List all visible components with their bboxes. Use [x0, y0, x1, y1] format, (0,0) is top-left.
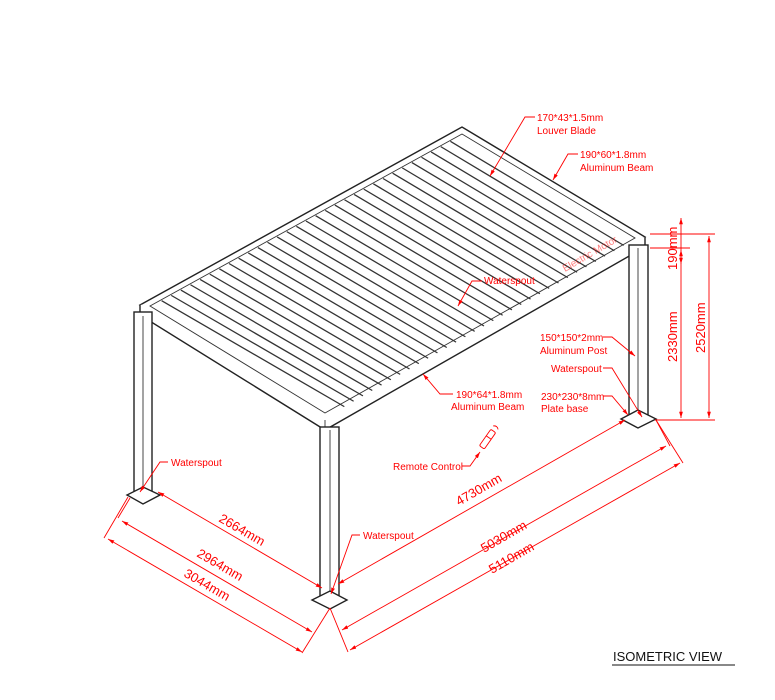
louver-blade [296, 225, 476, 332]
louver-blade [305, 220, 485, 327]
svg-text:Waterspout: Waterspout [551, 364, 602, 375]
dimension-4730: 4730mm [337, 419, 626, 585]
svg-text:190*60*1.8mm: 190*60*1.8mm [580, 150, 646, 161]
louver-blade [382, 177, 559, 284]
louver-blade [392, 172, 569, 279]
svg-text:Waterspout: Waterspout [484, 276, 535, 287]
svg-text:230*230*8mm: 230*230*8mm [541, 392, 604, 403]
svg-text:190*64*1.8mm: 190*64*1.8mm [456, 390, 522, 401]
louver-blade [344, 199, 522, 306]
svg-text:Waterspout: Waterspout [363, 531, 414, 542]
louver-blade [257, 247, 438, 354]
svg-text:2520mm: 2520mm [693, 302, 708, 353]
svg-text:Remote Control: Remote Control [393, 462, 463, 473]
louver-blade [219, 268, 401, 375]
svg-text:Plate base: Plate base [541, 404, 589, 415]
louver-blade [440, 146, 615, 252]
svg-text:190mm: 190mm [665, 227, 680, 270]
post-left [125, 311, 162, 505]
louver-blade [430, 151, 606, 257]
callout-plate: 230*230*8mm Plate base [541, 392, 629, 416]
svg-text:Aluminum Post: Aluminum Post [540, 346, 607, 357]
callout-post: 150*150*2mm Aluminum Post [540, 333, 636, 357]
svg-text:4730mm: 4730mm [453, 470, 504, 508]
svg-text:150*150*2mm: 150*150*2mm [540, 333, 603, 344]
louver-blade [401, 167, 578, 273]
svg-text:Louver Blade: Louver Blade [537, 126, 596, 137]
louver-blade [199, 278, 382, 386]
callout-front-beam: 190*64*1.8mm Aluminum Beam [422, 373, 524, 413]
louver-blade [373, 183, 550, 289]
callout-front-waterspout: Waterspout [330, 531, 414, 595]
louver-blade [247, 252, 429, 359]
louver-blade [411, 162, 587, 268]
louver-blade [286, 231, 466, 338]
louver-blade [267, 241, 448, 349]
post-right [619, 244, 658, 429]
svg-text:2664mm: 2664mm [217, 511, 268, 549]
remote-control-icon [479, 425, 499, 449]
svg-text:Aluminum Beam: Aluminum Beam [451, 402, 524, 413]
view-title: ISOMETRIC VIEW [613, 649, 723, 664]
callout-remote: Remote Control [393, 425, 499, 473]
svg-text:Waterspout: Waterspout [171, 458, 222, 469]
dimension-heights: 190mm 2330mm 2520mm [650, 218, 715, 421]
dimension-5030: 5030mm [341, 419, 671, 631]
louver-blade [190, 284, 373, 392]
louver-blade [363, 188, 541, 295]
louver-blade [450, 140, 625, 246]
callout-left-waterspout: Waterspout [139, 458, 222, 493]
callout-top-beam: 190*60*1.8mm Aluminum Beam [552, 150, 653, 181]
louver-blade [324, 209, 503, 316]
louver-blade [276, 236, 457, 343]
louver-blade [209, 273, 392, 381]
louver-blade [353, 193, 531, 300]
roof-frame [138, 126, 647, 431]
callout-inner-waterspout: Waterspout [457, 276, 535, 307]
svg-text:Aluminum Beam: Aluminum Beam [580, 163, 653, 174]
louver-blade [228, 262, 410, 370]
louver-blade [421, 156, 597, 263]
svg-text:170*43*1.5mm: 170*43*1.5mm [537, 113, 603, 124]
callout-louver: 170*43*1.5mm Louver Blade [489, 113, 603, 177]
louver-blade [170, 294, 354, 402]
callout-right-waterspout: Waterspout [551, 364, 643, 418]
louver-blade [334, 204, 513, 311]
louver-blades [161, 140, 625, 408]
louver-blade [238, 257, 420, 365]
louver-blade [180, 289, 364, 397]
louver-blade [315, 215, 494, 322]
svg-text:2330mm: 2330mm [665, 311, 680, 362]
louver-blade [161, 300, 345, 408]
